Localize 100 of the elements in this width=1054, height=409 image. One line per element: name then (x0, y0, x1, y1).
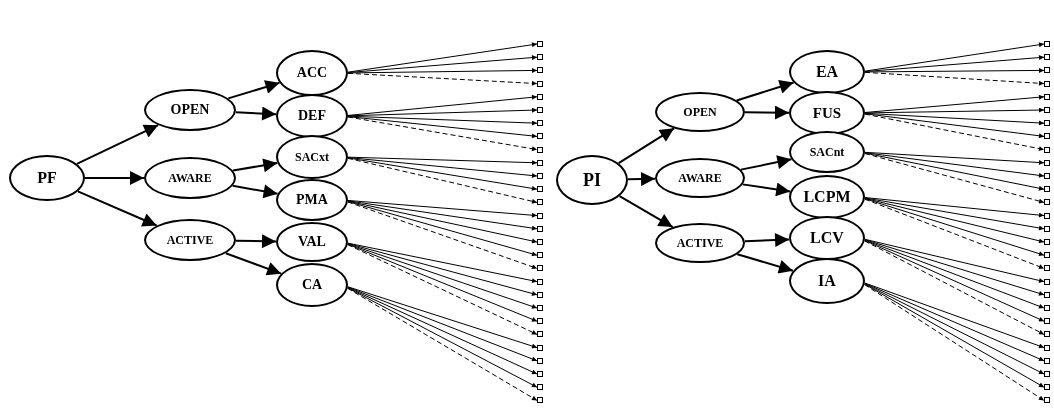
terminal-square (537, 186, 543, 193)
terminal-square (1044, 199, 1050, 206)
ellipse-node (655, 158, 745, 198)
node-label: PMA (296, 192, 328, 208)
terminal-square (537, 67, 543, 74)
terminal-square (1044, 384, 1050, 391)
arrow (864, 198, 1045, 257)
terminal-square (1044, 239, 1050, 245)
terminal-square (1044, 173, 1050, 179)
arrow (347, 200, 538, 244)
terminal-square (1044, 120, 1050, 127)
arrow (232, 158, 279, 173)
dashed-arrow (347, 72, 538, 86)
node-label: OPEN (683, 104, 717, 120)
node-label: EA (815, 63, 839, 81)
node-label: ACTIVE (166, 232, 214, 248)
terminal-square (537, 41, 543, 47)
node-label: PF (37, 169, 57, 187)
terminal-square (537, 305, 543, 311)
arrow (743, 233, 791, 248)
terminal-square (1044, 159, 1050, 166)
arrow (84, 171, 145, 185)
terminal-square (537, 225, 543, 232)
arrow (347, 42, 538, 73)
node-label: SACnt (809, 144, 845, 160)
dashed-arrow (864, 71, 1045, 86)
arrow (864, 238, 1045, 283)
node-label: FUS (812, 104, 842, 122)
node-label: PI (583, 169, 601, 191)
node-label: ACTIVE (676, 235, 724, 251)
arrow (347, 157, 538, 178)
arrow (864, 239, 1045, 296)
node-label: CA (301, 277, 323, 293)
ellipse-node (144, 219, 236, 261)
node-label: OPEN (170, 102, 210, 118)
terminal-square (1044, 305, 1050, 311)
arrow (864, 107, 1045, 114)
terminal-square (1044, 357, 1050, 364)
arrow (864, 282, 1045, 362)
ellipse-node (655, 92, 745, 132)
arrow (736, 253, 794, 274)
arrow (347, 242, 538, 284)
arrow (347, 243, 538, 322)
terminal-square (1044, 318, 1050, 325)
terminal-square (537, 146, 543, 153)
ellipse-node (789, 258, 865, 304)
terminal-square (537, 278, 543, 285)
terminal-square (1044, 291, 1050, 298)
arrow (864, 239, 1045, 309)
ellipse-node (144, 157, 236, 199)
arrow (864, 67, 1045, 73)
ellipse-node (9, 155, 85, 201)
dashed-arrow (347, 201, 538, 270)
terminal-square (1044, 67, 1050, 74)
ellipse-node (276, 179, 348, 221)
arrow (224, 252, 283, 276)
dashed-arrow (347, 116, 538, 152)
terminal-square (1044, 93, 1050, 100)
dashed-arrow (347, 244, 538, 335)
arrow (864, 42, 1045, 72)
arrow (347, 286, 538, 362)
ellipse-node (276, 263, 348, 307)
arrow (864, 151, 1045, 165)
dashed-arrow (864, 198, 1045, 269)
terminal-square (537, 199, 543, 206)
terminal-square (537, 212, 543, 219)
arrow (864, 152, 1045, 178)
terminal-square (537, 318, 543, 325)
terminal-square (1044, 133, 1050, 140)
arrow (864, 152, 1045, 191)
node-label: DEF (298, 108, 326, 124)
terminal-square (537, 54, 543, 61)
terminal-square (537, 265, 543, 272)
arrow (347, 200, 538, 231)
terminal-square (537, 371, 543, 377)
arrow (347, 243, 538, 309)
terminal-square (1044, 146, 1050, 153)
node-label: LCV (810, 229, 844, 247)
terminal-square (1044, 252, 1050, 259)
node-label: VAL (298, 234, 326, 250)
terminal-square (537, 357, 543, 364)
arrow (347, 201, 538, 257)
terminal-square (537, 344, 543, 351)
arrow (234, 234, 277, 249)
terminal-square (1044, 80, 1050, 87)
arrow (227, 80, 281, 100)
terminal-square (1044, 107, 1050, 113)
arrow (231, 184, 279, 199)
ellipse-node (556, 155, 628, 205)
node-label: AWARE (678, 170, 722, 186)
arrow (347, 116, 538, 139)
terminal-square (537, 93, 543, 100)
terminal-square (537, 120, 543, 127)
terminal-square (537, 239, 543, 245)
terminal-square (1044, 54, 1050, 61)
terminal-square (537, 252, 543, 259)
terminal-square (537, 107, 543, 113)
terminal-square (1044, 212, 1050, 219)
terminal-square (537, 80, 543, 87)
node-label: ACC (296, 65, 328, 81)
